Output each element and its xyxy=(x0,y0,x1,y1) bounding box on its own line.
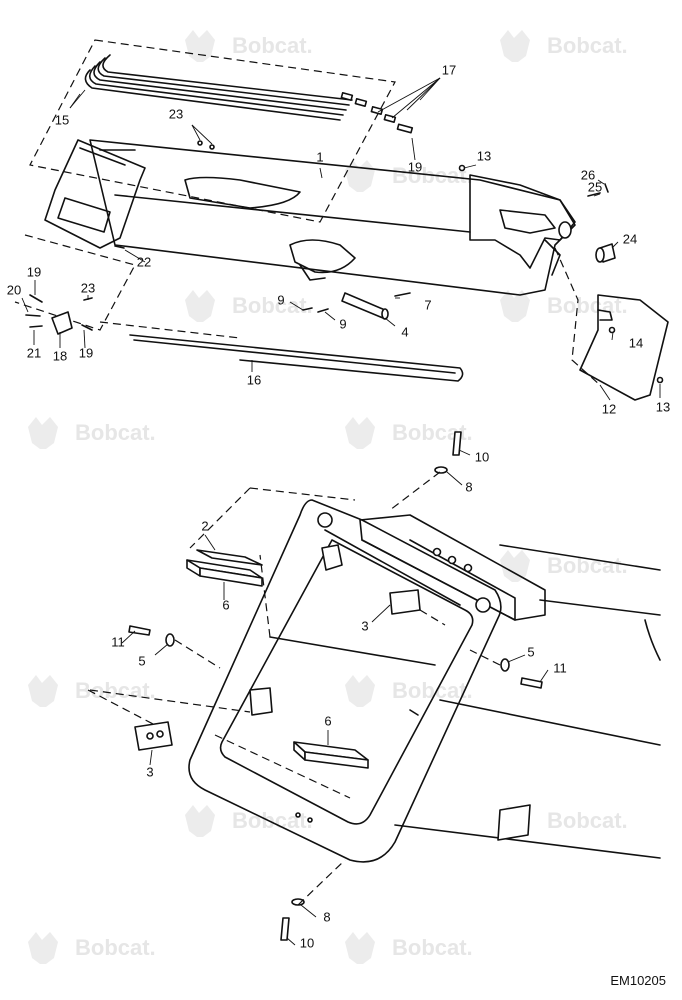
callout-11: 11 xyxy=(111,634,125,649)
left-hardware xyxy=(25,294,93,335)
callout-4: 4 xyxy=(401,324,408,339)
bracket-inner-top xyxy=(321,544,343,571)
side-plate-part xyxy=(579,294,669,401)
lower-hose-part xyxy=(129,334,464,382)
callout-26: 26 xyxy=(581,167,595,182)
bobcat-logo-icon xyxy=(500,30,530,62)
hose-bundle xyxy=(84,54,353,121)
callout-1: 1 xyxy=(316,149,323,164)
watermark-text: Bobcat. xyxy=(232,33,313,58)
callout-23: 23 xyxy=(169,106,183,121)
callout-25: 25 xyxy=(588,179,602,194)
bracket-inner-left xyxy=(249,687,273,716)
callout-22: 22 xyxy=(137,254,151,269)
bobcat-logo-icon xyxy=(28,675,58,707)
side-plate-boundary xyxy=(554,247,601,386)
bobcat-logo-icon xyxy=(28,932,58,964)
callout-8: 8 xyxy=(465,479,472,494)
callout-3: 3 xyxy=(146,764,153,779)
watermark-text: Bobcat. xyxy=(75,420,156,445)
callout-19: 19 xyxy=(79,345,93,360)
mounting-frame-part xyxy=(188,499,502,863)
callout-19: 19 xyxy=(408,159,422,174)
bobcat-logo-icon xyxy=(185,290,215,322)
callout-16: 16 xyxy=(247,372,261,387)
upper-assembly xyxy=(14,39,669,401)
callout-9: 9 xyxy=(339,316,346,331)
watermark-text: Bobcat. xyxy=(232,293,313,318)
bobcat-logo-icon xyxy=(185,805,215,837)
bolt-top xyxy=(452,431,462,456)
callout-23: 23 xyxy=(81,280,95,295)
bolt-bottom xyxy=(280,917,290,941)
callout-21: 21 xyxy=(27,345,41,360)
watermark-text: Bobcat. xyxy=(232,808,313,833)
bobcat-logo-icon xyxy=(500,550,530,582)
pin-part xyxy=(341,292,386,319)
bobcat-logo-icon xyxy=(345,932,375,964)
bushing-part xyxy=(595,243,616,263)
leader-lines xyxy=(21,77,661,946)
callout-6: 6 xyxy=(222,597,229,612)
bobcat-logo-icon xyxy=(345,160,375,192)
hose-group-boundary xyxy=(29,39,396,223)
callout-18: 18 xyxy=(53,348,67,363)
watermark-text: Bobcat. xyxy=(75,935,156,960)
bobcat-logo-icon xyxy=(500,290,530,322)
callout-labels: 1 2 3 3 4 5 5 6 6 7 8 8 9 9 10 10 11 11 … xyxy=(7,62,670,950)
left-bracket xyxy=(44,139,146,249)
bolt-right xyxy=(520,677,543,689)
callout-10: 10 xyxy=(475,449,489,464)
callout-8: 8 xyxy=(323,909,330,924)
drawing-code: EM10205 xyxy=(610,973,666,988)
callout-15: 15 xyxy=(55,112,69,127)
bobcat-logo-icon xyxy=(28,417,58,449)
callout-7: 7 xyxy=(424,297,431,312)
callout-2: 2 xyxy=(201,518,208,533)
watermark-text: Bobcat. xyxy=(547,808,628,833)
callout-20: 20 xyxy=(7,282,21,297)
callout-17: 17 xyxy=(442,62,456,77)
bolt-left xyxy=(128,625,151,636)
callout-13: 13 xyxy=(477,148,491,163)
callout-11: 11 xyxy=(553,660,567,675)
callout-10: 10 xyxy=(300,935,314,950)
watermark-text: Bobcat. xyxy=(392,935,473,960)
watermark-text: Bobcat. xyxy=(547,553,628,578)
callout-14: 14 xyxy=(629,335,643,350)
callout-12: 12 xyxy=(602,401,616,416)
bobcat-logo-icon xyxy=(185,30,215,62)
callout-6: 6 xyxy=(324,713,331,728)
watermark-text: Bobcat. xyxy=(547,33,628,58)
callout-24: 24 xyxy=(623,231,637,246)
callout-5: 5 xyxy=(138,653,145,668)
lower-assembly xyxy=(87,431,661,941)
left-bracket-boundary xyxy=(14,234,136,331)
watermark-text: Bobcat. xyxy=(75,678,156,703)
callout-3: 3 xyxy=(361,618,368,633)
fittings xyxy=(340,91,414,134)
callout-9: 9 xyxy=(277,292,284,307)
callout-5: 5 xyxy=(527,644,534,659)
pad-2 xyxy=(196,549,263,566)
bracket-inner-right xyxy=(389,589,421,615)
main-frame-part xyxy=(89,139,576,296)
bobcat-logo-icon xyxy=(345,675,375,707)
callout-19: 19 xyxy=(27,264,41,279)
bobcat-logo-icon xyxy=(345,417,375,449)
callout-13: 13 xyxy=(656,399,670,414)
